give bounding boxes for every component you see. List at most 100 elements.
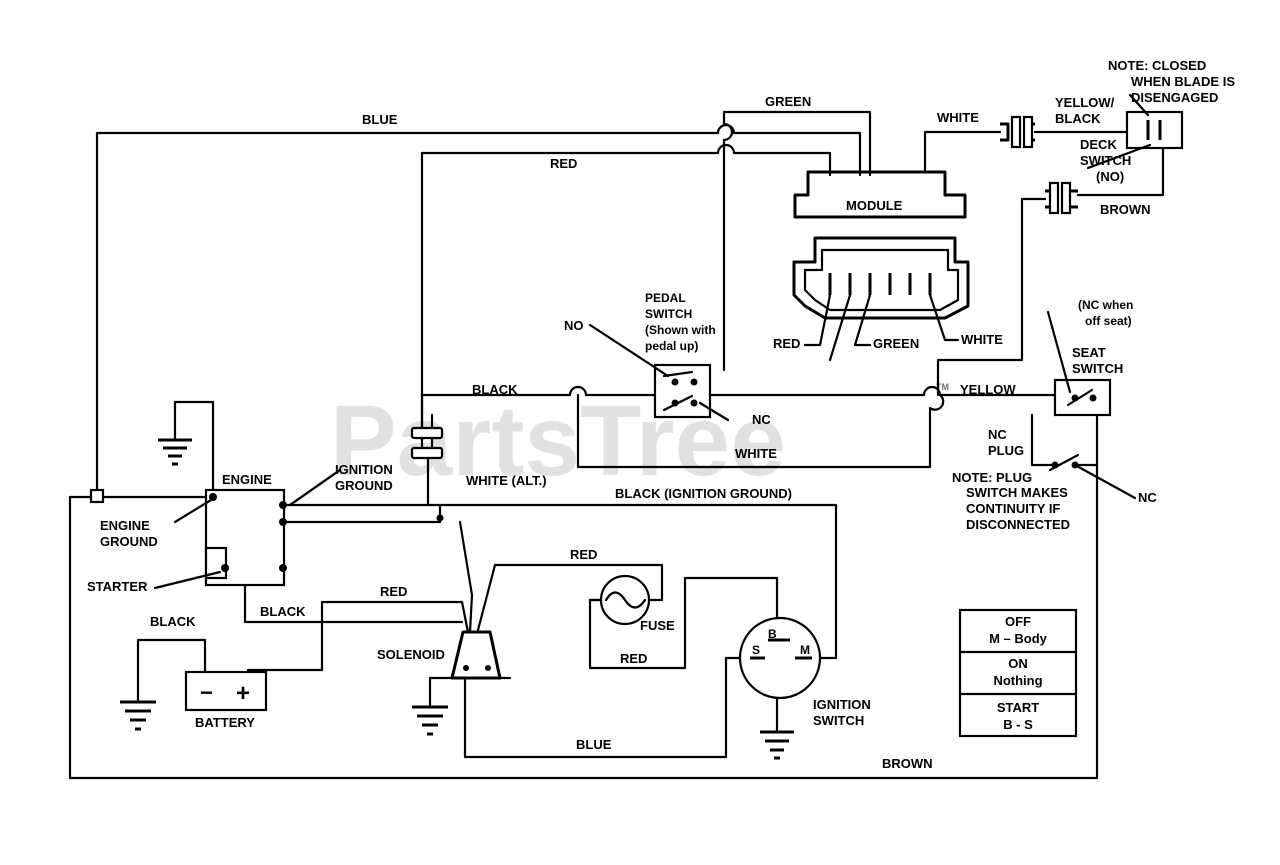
label-connector-white: WHITE (961, 332, 1003, 347)
pedal-switch-label-3: (Shown with (645, 323, 716, 337)
term-b: B (768, 627, 777, 641)
ground-symbol (120, 700, 156, 731)
label-no: NO (564, 318, 584, 333)
note-blade-leader (1128, 93, 1150, 117)
nc-plug-2: PLUG (988, 443, 1024, 458)
wire-brown-seat (936, 197, 1047, 397)
ignition-switch-label-1: IGNITION (813, 697, 871, 712)
deck-plug-bottom (1045, 181, 1078, 215)
label-white-alt: WHITE (ALT.) (466, 473, 547, 488)
label-yellow-black-1: YELLOW/ (1055, 95, 1115, 110)
label-white-mid: WHITE (735, 446, 777, 461)
ignition-ground-2: GROUND (335, 478, 393, 493)
label-brown-bottom: BROWN (882, 756, 933, 771)
ground-symbol (760, 730, 794, 760)
wire-black-ign (281, 503, 838, 660)
watermark: PartsTree (330, 385, 786, 497)
pedal-switch-label-4: pedal up) (645, 339, 698, 353)
label-red-lower: RED (620, 651, 647, 666)
label-solenoid: SOLENOID (377, 647, 445, 662)
wire-seat-plug (1030, 413, 1057, 467)
junction-white-alt (436, 514, 444, 522)
nc-seat-1: (NC when (1078, 298, 1133, 312)
label-white-top: WHITE (937, 110, 979, 125)
wire-white-mid (576, 393, 945, 469)
plug-switch (1048, 453, 1137, 500)
label-fuse: FUSE (640, 618, 675, 633)
table-state-off: OFF (1005, 614, 1031, 629)
deck-plug-top (1000, 115, 1035, 149)
wire-engine-ground (173, 400, 215, 499)
label-red-fuse: RED (570, 547, 597, 562)
label-starter: STARTER (87, 579, 148, 594)
labels: BLUE GREEN RED WHITE YELLOW/ BLACK NOTE:… (87, 58, 1235, 771)
deck-switch-leader (1086, 143, 1152, 170)
engine (153, 468, 342, 590)
label-blue-bottom: BLUE (576, 737, 612, 752)
switch-table: OFF M – Body ON Nothing START B - S (958, 608, 1078, 738)
note-blade-2: WHEN BLADE IS (1131, 74, 1235, 89)
wire-white-alt-solenoid (458, 520, 474, 634)
fuse (588, 574, 664, 626)
label-nc-pedal: NC (752, 412, 771, 427)
module-connector (792, 236, 970, 362)
label-yellow-mid: YELLOW (960, 382, 1016, 397)
note-blade-1: NOTE: CLOSED (1108, 58, 1206, 73)
pedal-switch-label-2: SWITCH (645, 307, 692, 321)
nc-seat-2: off seat) (1085, 314, 1132, 328)
note-blade-3: DISENGAGED (1131, 90, 1218, 105)
watermark-tm: TM (936, 382, 949, 392)
ground-symbol (158, 438, 192, 466)
engine-ground-2: GROUND (100, 534, 158, 549)
pedal-switch (588, 323, 730, 422)
seat-switch (1046, 310, 1112, 417)
label-engine: ENGINE (222, 472, 272, 487)
wire-brown-deck (1076, 143, 1165, 197)
ignition-ground-1: IGNITION (335, 462, 393, 477)
label-black-starter: BLACK (260, 604, 306, 619)
wire-pedal-right (708, 385, 1057, 397)
wire-blue-bottom (463, 656, 747, 759)
deck-switch (1125, 110, 1184, 150)
label-red-solenoid: RED (380, 584, 407, 599)
solenoid (450, 630, 512, 680)
label-brown-right: BROWN (1100, 202, 1151, 217)
battery-minus: − (200, 680, 213, 705)
junction-box (89, 488, 105, 504)
battery: − + (184, 670, 268, 712)
wire-white-top (923, 130, 1002, 172)
module-label: MODULE (846, 198, 903, 213)
label-red-top: RED (550, 156, 577, 171)
wire-black-battery (136, 638, 207, 702)
wire-red-top (420, 143, 832, 417)
label-battery: BATTERY (195, 715, 255, 730)
deck-switch-label-2: SWITCH (1080, 153, 1131, 168)
label-black-mid: BLACK (472, 382, 518, 397)
note-plug-3: CONTINUITY IF (966, 501, 1060, 516)
deck-switch-label-1: DECK (1080, 137, 1117, 152)
table-value-on: Nothing (993, 673, 1042, 688)
label-black-battery: BLACK (150, 614, 196, 629)
label-connector-red: RED (773, 336, 800, 351)
table-state-on: ON (1008, 656, 1028, 671)
pedal-switch-label-1: PEDAL (645, 291, 686, 305)
battery-plus: + (236, 680, 250, 707)
ground-symbol (412, 705, 448, 736)
ignition-switch: B S M (738, 616, 822, 700)
label-green-top: GREEN (765, 94, 811, 109)
wire-black-mid (420, 385, 657, 442)
note-plug-1: NOTE: PLUG (952, 470, 1032, 485)
engine-ground-1: ENGINE (100, 518, 150, 533)
table-value-start: B - S (1003, 717, 1033, 732)
seat-switch-label-2: SWITCH (1072, 361, 1123, 376)
wire-red-fuse (476, 563, 664, 632)
module: MODULE (793, 170, 967, 219)
wire-brown-bottom (68, 495, 1099, 780)
note-plug-2: SWITCH MAKES (966, 485, 1068, 500)
table-value-off: M – Body (989, 631, 1048, 646)
engine-plug (410, 413, 444, 464)
nc-plug-1: NC (988, 427, 1007, 442)
table-state-start: START (997, 700, 1039, 715)
ign-ground-leader (288, 468, 342, 507)
ignition-switch-label-2: SWITCH (813, 713, 864, 728)
